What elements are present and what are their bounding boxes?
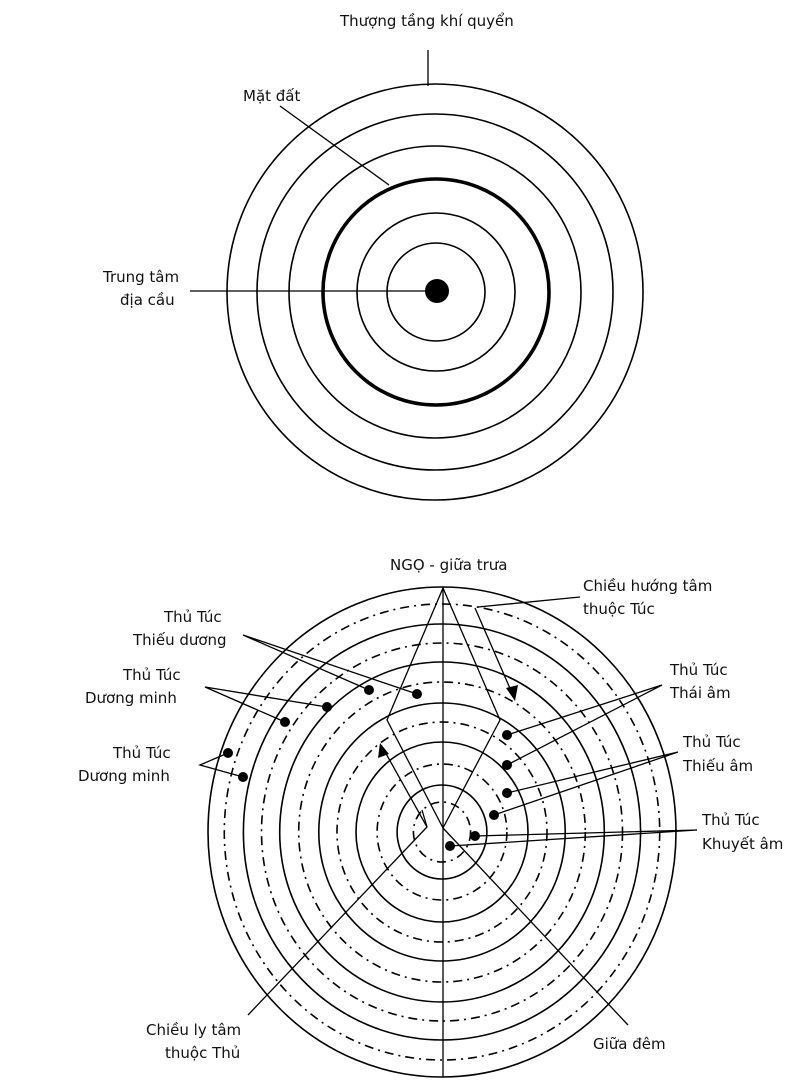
midnight-leader: [442, 827, 629, 1026]
earth-layers-diagram: Thượng tầng khí quyển Mặt đất Trung tâm …: [102, 12, 644, 501]
center-label-line1: Trung tâm: [102, 268, 179, 286]
earth-center-dot: [425, 279, 449, 303]
solid-ring: [355, 741, 529, 923]
earth-surface-ring: [321, 177, 551, 407]
centripetal-label-line2: thuộc Túc: [583, 600, 655, 618]
surface-label: Mặt đất: [243, 87, 300, 105]
left-label-3-line1: Thủ Túc: [112, 744, 171, 762]
centrifugal-tick: [421, 809, 428, 828]
surface-leader: [279, 105, 390, 186]
arrowhead-icon: [378, 743, 389, 758]
left-label-2-line1: Thủ Túc: [122, 666, 181, 684]
left-label-2-line2: Dương minh: [85, 689, 177, 707]
noon-label: NGỌ - giữa trưa: [390, 556, 508, 574]
right-label-3-line1: Thủ Túc: [701, 811, 760, 829]
right-label-3-line2: Khuyết âm: [702, 835, 783, 853]
centrifugal-label-line1: Chiều ly tâm: [146, 1021, 241, 1039]
dash-dot-ring: [376, 763, 508, 901]
atmosphere-label: Thượng tầng khí quyển: [339, 12, 514, 30]
ring-1: [226, 83, 644, 501]
centrifugal-label-line2: thuộc Thủ: [165, 1044, 240, 1062]
dash-dot-ring: [336, 721, 548, 943]
dash-dot-ring: [412, 801, 472, 863]
ring-5: [356, 212, 516, 372]
right-label-2-line2: Thiếu âm: [682, 757, 753, 775]
right-label-1-line1: Thủ Túc: [669, 661, 728, 679]
centripetal-arrow: [474, 607, 513, 694]
left-label-1-line2: Thiếu dương: [132, 631, 227, 649]
solid-ring: [396, 784, 488, 880]
center-label-line2: địa cầu: [120, 291, 175, 309]
right-label-2-line1: Thủ Túc: [682, 733, 741, 751]
midnight-label: Giữa đêm: [593, 1035, 666, 1053]
right-label-1-line2: Thái âm: [669, 684, 731, 702]
centrifugal-arrow: [247, 749, 428, 1016]
ring-3: [288, 145, 582, 439]
dash-dot-ring: [260, 642, 624, 1022]
solid-ring: [242, 623, 642, 1041]
ring-6: [386, 242, 486, 342]
meridian-points: [223, 685, 512, 851]
dash-dot-ring: [223, 603, 661, 1061]
ring-2: [256, 113, 614, 471]
solid-ring: [317, 702, 566, 962]
solid-ring: [278, 661, 606, 1003]
centripetal-label-line1: Chiều hướng tâm: [583, 577, 712, 595]
left-label-1-line1: Thủ Túc: [163, 608, 222, 626]
meridian-clock-diagram: NGỌ - giữa trưa: [78, 556, 783, 1078]
leader-lines: [198, 596, 698, 847]
arrowhead-icon: [506, 685, 518, 701]
left-label-3-line2: Dương minh: [78, 767, 170, 785]
dash-dot-ring: [297, 681, 587, 983]
